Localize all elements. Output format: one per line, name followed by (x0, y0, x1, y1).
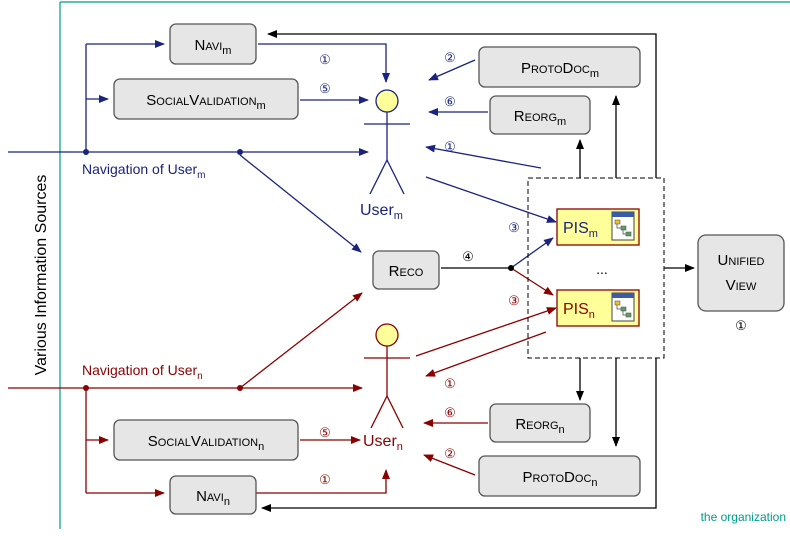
pis-n[interactable]: PISn (556, 289, 640, 327)
step-marker-pis-n-user: ① (444, 376, 456, 391)
social-validation-m-box[interactable] (113, 78, 299, 120)
pis-n-label: PISn (563, 301, 595, 321)
step-marker-navi-n: ① (319, 472, 331, 487)
navigation-user-m-label: Navigation of Userm (82, 161, 206, 181)
reco-label: Reco (389, 263, 424, 280)
step-marker-to-pis-m: ③ (508, 220, 520, 235)
navi-m-label: Navim (195, 37, 232, 57)
step-marker-pis-m-user: ① (444, 139, 456, 154)
step-marker-reorg-n: ⑥ (444, 405, 456, 420)
step-marker-reco: ④ (462, 249, 474, 264)
user-n-label: Usern (363, 433, 403, 453)
reorg-m-box[interactable] (489, 95, 591, 135)
pis-ellipsis: ... (596, 261, 608, 277)
protodoc-n-label: ProtoDocn (522, 469, 597, 489)
user-n-links (8, 267, 557, 497)
reorg-m-label: Reorgm (514, 108, 566, 128)
step-marker-protodoc-n: ② (444, 446, 456, 461)
tree-icon (611, 211, 635, 241)
pis-m[interactable]: PISm (556, 208, 640, 246)
user-m-links (8, 40, 557, 269)
reorg-n-box[interactable] (489, 403, 591, 443)
sources-label: Various Information Sources (33, 175, 50, 376)
navigation-user-n-label: Navigation of Usern (82, 362, 203, 382)
unified-view-box[interactable] (697, 234, 785, 312)
protodoc-m-label: ProtoDocm (521, 60, 599, 80)
social-validation-n-box[interactable] (113, 419, 299, 461)
protodoc-n-box[interactable] (478, 455, 641, 497)
navi-n-label: Navin (196, 488, 230, 508)
protodoc-m-box[interactable] (478, 46, 641, 88)
step-marker-social-m: ⑤ (319, 81, 331, 96)
unified-label-line1: Unified (718, 252, 765, 269)
pis-m-label: PISm (563, 220, 598, 240)
step-marker-navi-m: ① (319, 52, 331, 67)
tree-icon (611, 292, 635, 322)
step-marker-to-pis-n: ③ (508, 293, 520, 308)
user-n-figure (364, 323, 410, 429)
organization-label: the organization (701, 510, 786, 524)
step-marker-reorg-m: ⑥ (444, 94, 456, 109)
reco-box[interactable] (372, 250, 440, 290)
social-validation-n-label: SocialValidationn (148, 433, 264, 453)
organization-frame (59, 1, 790, 529)
user-m-label: Userm (360, 202, 403, 222)
navi-m-box[interactable] (169, 23, 257, 65)
step-marker-protodoc-m: ② (444, 50, 456, 65)
navi-n-box[interactable] (169, 475, 257, 515)
step-marker-unified: ① (735, 318, 747, 333)
pis-container (527, 177, 665, 359)
step-marker-social-n: ⑤ (319, 425, 331, 440)
unified-label-line2: View (726, 277, 757, 294)
reorg-n-label: Reorgn (515, 416, 564, 436)
social-validation-m-label: SocialValidationm (146, 92, 265, 112)
system-links (261, 30, 695, 512)
user-m-figure (364, 89, 410, 195)
